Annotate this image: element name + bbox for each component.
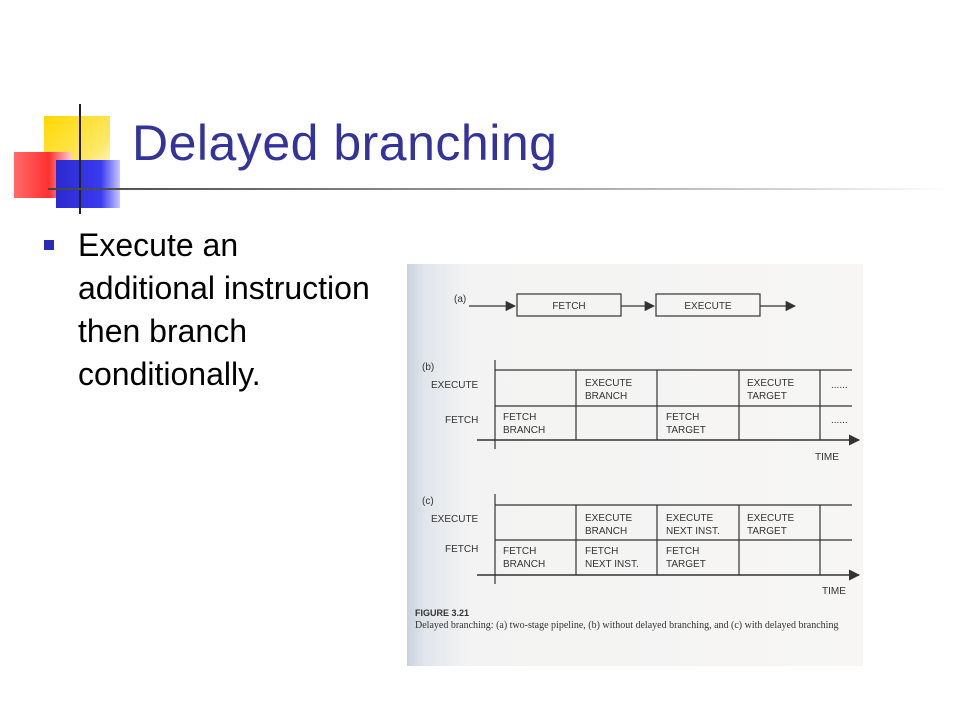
part-b-execute-cell-3-line-0: EXECUTE xyxy=(747,378,795,389)
bullet-text: Execute an additional instruction then b… xyxy=(78,227,370,392)
part-b-row-fetch: FETCH xyxy=(445,415,478,426)
part-c-fetch-cell-2-line-0: FETCH xyxy=(666,546,699,557)
part-c-execute-cells: EXECUTE BRANCH EXECUTE NEXT INST. EXECUTE TAR… xyxy=(585,513,795,537)
part-c-row-execute: EXECUTE xyxy=(431,514,479,525)
part-c-row-fetch: FETCH xyxy=(445,544,478,555)
pipeline-figure: (a) FETCH EXECUTE (b) EXECUTE FETCH TIME… xyxy=(407,264,863,666)
part-a-fetch-label: FETCH xyxy=(552,301,585,312)
figure-caption-label: FIGURE 3.21 xyxy=(415,608,469,618)
figure-caption-box: Delayed branching: (a) two-stage pipelin… xyxy=(415,620,839,631)
bullet-square-icon xyxy=(44,240,54,250)
part-b-fetch-cell-0-line-1: BRANCH xyxy=(503,425,545,436)
part-b-fetch-cell-2-line-1: TARGET xyxy=(666,425,706,436)
part-c-fetch-cell-0-line-1: BRANCH xyxy=(503,559,545,570)
part-c-grid xyxy=(494,494,852,584)
part-a-execute-box xyxy=(655,293,761,317)
part-b-fetch-cells: FETCH BRANCH FETCH TARGET xyxy=(503,412,706,436)
part-b-grid xyxy=(494,360,852,449)
part-c-fetch-cell-0-line-0: FETCH xyxy=(503,546,536,557)
pipeline-diagram: (a) FETCH EXECUTE (b) EXECUTE FETCH TIME… xyxy=(415,293,861,631)
part-b-execute-cont: ...... xyxy=(831,380,848,391)
part-b-fetch-cell-2-line-0: FETCH xyxy=(666,412,699,423)
part-c-execute-cell-1-line-1: BRANCH xyxy=(585,526,627,537)
part-c-execute-cell-2-line-1: NEXT INST. xyxy=(666,526,720,537)
part-c-fetch-cell-1-line-0: FETCH xyxy=(585,546,618,557)
part-b-execute-cells: EXECUTE BRANCH EXECUTE TARGET xyxy=(585,378,795,402)
part-b-execute-cell-1-line-0: EXECUTE xyxy=(585,378,633,389)
part-a-label: (a) xyxy=(454,294,466,305)
part-c-fetch-cells: FETCH BRANCH FETCH NEXT INST. FETCH TARGET xyxy=(503,546,706,570)
part-c-execute-cell-1-line-0: EXECUTE xyxy=(585,513,633,524)
figure-caption-text: Delayed branching: (a) two-stage pipelin… xyxy=(415,620,839,631)
part-c-label: (c) xyxy=(422,496,434,507)
part-b-label: (b) xyxy=(422,362,434,373)
slide-title: Delayed branching xyxy=(132,115,558,171)
part-a-execute-label: EXECUTE xyxy=(684,301,732,312)
part-b-execute-cell-3-line-1: TARGET xyxy=(747,391,787,402)
part-b-fetch-cell-0-line-0: FETCH xyxy=(503,412,536,423)
part-c-execute-cell-2-line-0: EXECUTE xyxy=(666,513,714,524)
part-c-execute-cell-3-line-1: TARGET xyxy=(747,526,787,537)
decor-blue-square xyxy=(56,160,120,208)
title-underline xyxy=(48,188,948,190)
part-c-time-label: TIME xyxy=(822,586,846,597)
part-c-fetch-cell-2-line-1: TARGET xyxy=(666,559,706,570)
part-b-execute-cell-1-line-1: BRANCH xyxy=(585,391,627,402)
part-b-fetch-cont: ...... xyxy=(831,415,848,426)
part-c-execute-cell-3-line-0: EXECUTE xyxy=(747,513,795,524)
part-b-time-label: TIME xyxy=(815,452,839,463)
part-c-fetch-cell-1-line-1: NEXT INST. xyxy=(585,559,639,570)
part-a-fetch-box xyxy=(516,293,622,317)
part-b-row-execute: EXECUTE xyxy=(431,380,479,391)
decor-vertical-line xyxy=(79,104,81,214)
